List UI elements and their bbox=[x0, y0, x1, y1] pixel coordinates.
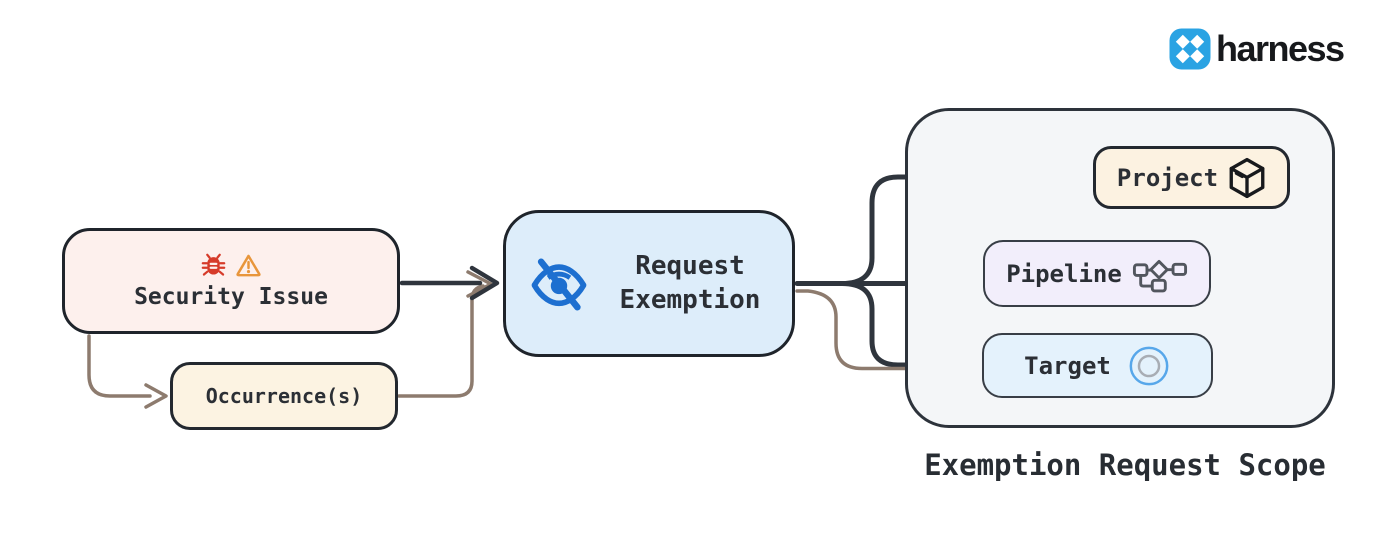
harness-logo: harness bbox=[1168, 27, 1345, 71]
node-pipeline: Pipeline bbox=[983, 240, 1211, 307]
arrow-security-to-occurrence bbox=[87, 334, 168, 409]
target-label: Target bbox=[1024, 351, 1111, 380]
pipeline-label: Pipeline bbox=[1006, 259, 1122, 288]
project-label: Project bbox=[1116, 163, 1219, 192]
occurrences-label: Occurrence(s) bbox=[205, 384, 363, 408]
bug-icon bbox=[201, 253, 226, 276]
security-issue-label: Security Issue bbox=[134, 284, 328, 310]
eye-off-icon bbox=[531, 258, 587, 310]
pipeline-icon bbox=[1132, 259, 1187, 292]
node-occurrences: Occurrence(s) bbox=[170, 362, 398, 430]
harness-logo-icon bbox=[1169, 28, 1211, 70]
node-request-exemption: Request Exemption bbox=[503, 210, 795, 357]
package-icon bbox=[1229, 157, 1265, 198]
harness-logo-text: harness bbox=[1216, 28, 1345, 69]
warning-icon bbox=[236, 254, 261, 277]
request-exemption-label: Request Exemption bbox=[619, 250, 761, 315]
arrow-security-to-request bbox=[399, 265, 500, 301]
security-issue-icons bbox=[200, 252, 262, 279]
node-security-issue: Security Issue bbox=[62, 228, 400, 334]
node-project: Project bbox=[1093, 146, 1290, 209]
node-target: Target bbox=[982, 333, 1213, 398]
scope-title: Exemption Request Scope bbox=[924, 448, 1326, 482]
arrow-occurrence-to-request bbox=[397, 270, 493, 398]
target-icon bbox=[1129, 346, 1169, 385]
